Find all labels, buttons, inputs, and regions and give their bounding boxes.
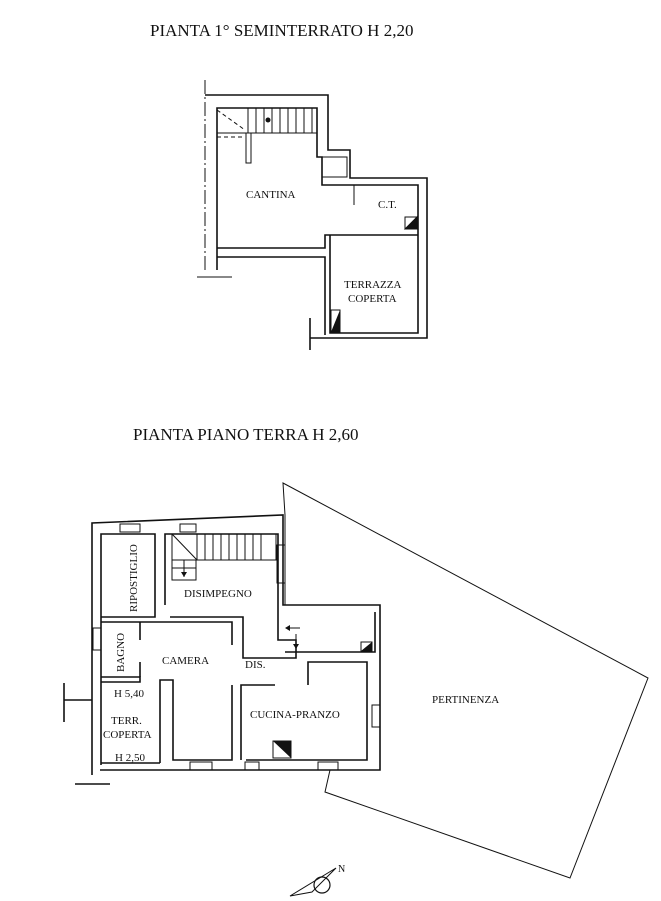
room-label-disimpegno: DISIMPEGNO (184, 588, 252, 600)
room-label-coperta: COPERTA (348, 293, 397, 305)
room-label-ct: C.T. (378, 199, 397, 211)
room-label-terr: TERR. (111, 715, 142, 727)
height-label-high: H 5,40 (114, 688, 144, 700)
basement-title: PIANTA 1° SEMINTERRATO H 2,20 (150, 21, 413, 40)
north-label: N (338, 864, 345, 875)
ground-floor-title: PIANTA PIANO TERRA H 2,60 (133, 425, 358, 444)
room-label-cucina-pranzo: CUCINA-PRANZO (250, 709, 340, 721)
chimney-icon (403, 215, 418, 230)
entrance-arrow-icon (285, 625, 300, 649)
chimney-icon (330, 309, 341, 333)
room-label-terrazza: TERRAZZA (344, 279, 401, 291)
staircase (216, 108, 317, 164)
room-label-camera: CAMERA (162, 655, 209, 667)
ground-floor-plan: RIPOSTIGLIO DISIMPEGNO BAGNO CAMERA DIS.… (63, 482, 649, 879)
north-compass-icon: N (289, 864, 345, 897)
room-label-ripostiglio: RIPOSTIGLIO (128, 544, 140, 612)
height-label-low: H 2,50 (115, 752, 145, 764)
room-label-coperta: COPERTA (103, 729, 152, 741)
staircase (171, 533, 277, 581)
basement-plan: CANTINA C.T. TERRAZZA COPERTA (197, 80, 428, 350)
room-label-bagno: BAGNO (115, 633, 127, 672)
room-label-dis: DIS. (245, 659, 266, 671)
room-label-cantina: CANTINA (246, 189, 296, 201)
area-label-pertinenza: PERTINENZA (432, 694, 499, 706)
pertinenza-area (282, 482, 649, 879)
